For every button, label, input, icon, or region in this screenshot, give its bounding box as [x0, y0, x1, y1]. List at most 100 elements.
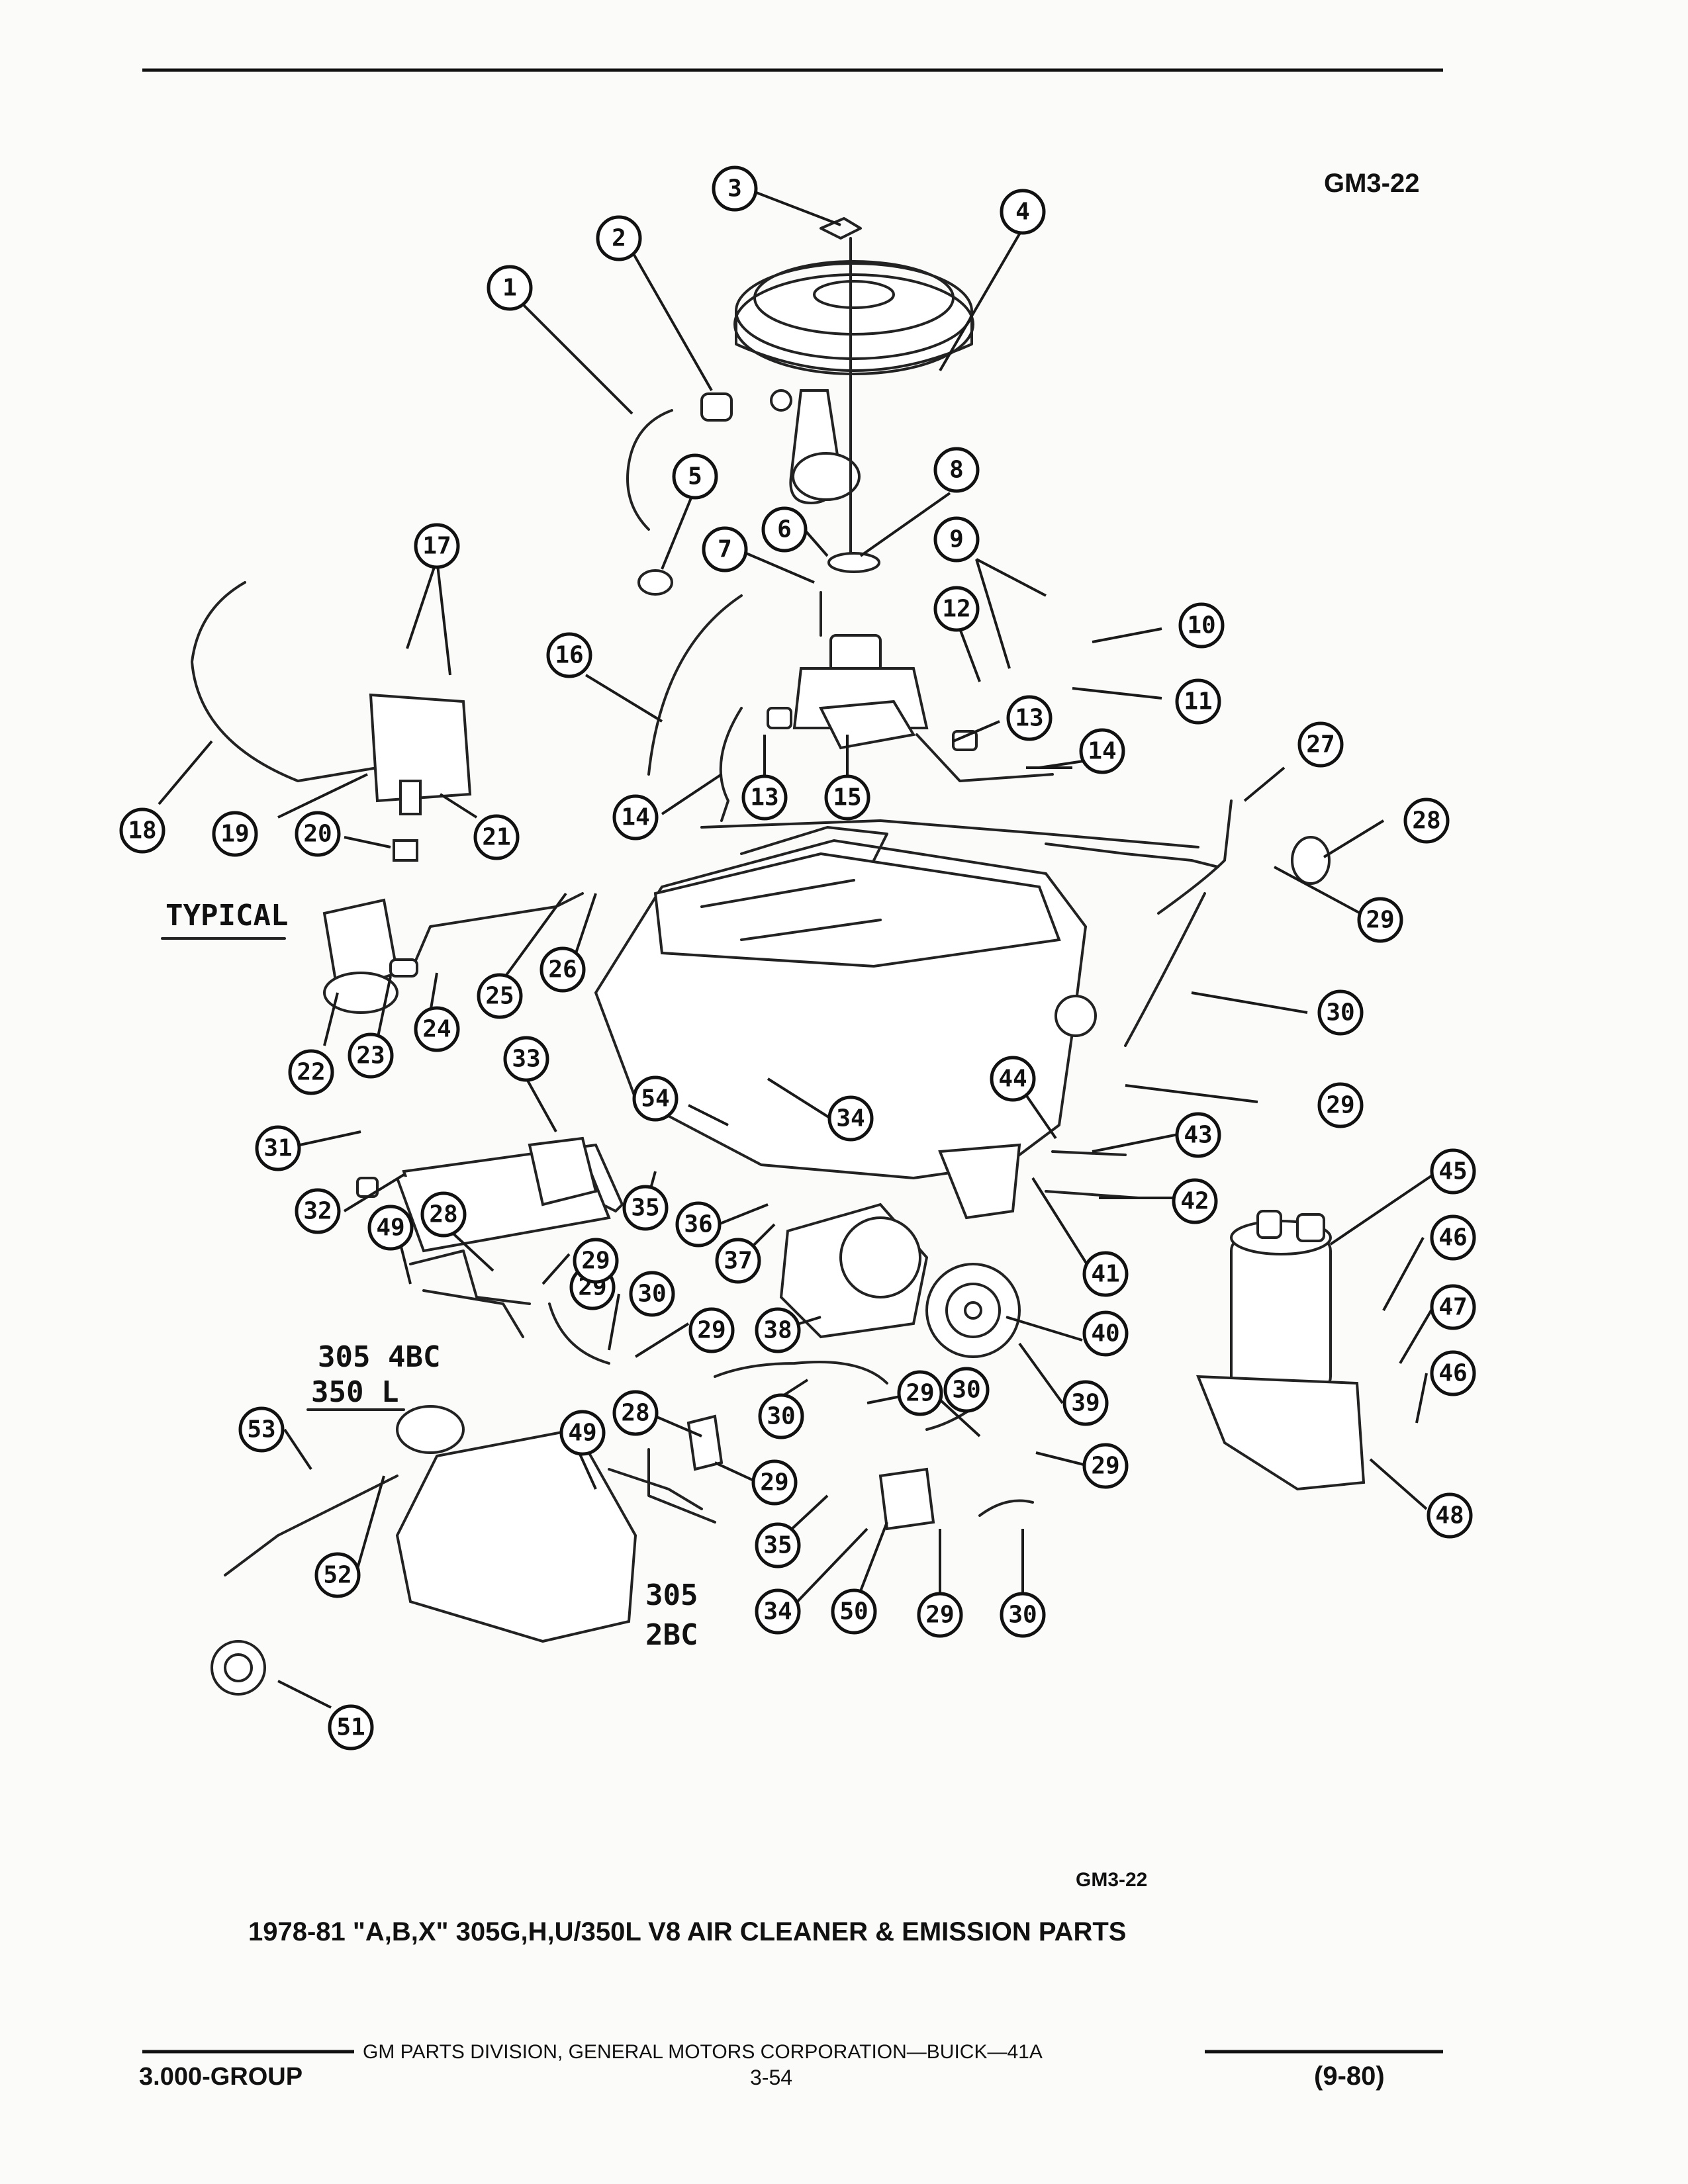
callout: 23	[348, 1032, 394, 1079]
svg-text:8: 8	[949, 457, 964, 484]
callout: 41	[1082, 1251, 1129, 1297]
svg-text:33: 33	[512, 1046, 540, 1073]
leader-lines	[158, 191, 1434, 1709]
footer-division: GM PARTS DIVISION, GENERAL MOTORS CORPOR…	[363, 2041, 1043, 2063]
callout: 49	[367, 1205, 414, 1251]
callout: 28	[420, 1191, 467, 1238]
callout: 8	[933, 447, 980, 493]
pcv-hose-drawing	[626, 392, 733, 596]
svg-text:43: 43	[1184, 1122, 1212, 1149]
svg-text:29: 29	[697, 1317, 726, 1344]
svg-text:42: 42	[1180, 1188, 1209, 1215]
label-typical: TYPICAL	[165, 899, 288, 933]
svg-text:39: 39	[1071, 1390, 1100, 1417]
svg-text:4: 4	[1015, 199, 1030, 226]
lower-assemblies-drawing	[211, 836, 1331, 1696]
callout: 28	[1403, 797, 1450, 844]
callout: 30	[629, 1271, 675, 1317]
callout: 38	[755, 1307, 801, 1353]
diagram-code-top: GM3-22	[1324, 169, 1420, 198]
svg-text:35: 35	[631, 1195, 659, 1222]
footer-date: (9-80)	[1314, 2062, 1385, 2091]
canister-drawing	[1196, 1210, 1366, 1491]
callout: 3	[712, 165, 758, 212]
callout: 21	[473, 814, 520, 860]
svg-text:25: 25	[485, 983, 514, 1010]
callout: 13	[741, 774, 788, 821]
caption-title: 1978-81 "A,B,X" 305G,H,U/350L V8 AIR CLE…	[248, 1917, 1126, 1946]
caption-code: GM3-22	[1076, 1869, 1147, 1891]
svg-text:46: 46	[1438, 1360, 1467, 1387]
svg-text:49: 49	[568, 1420, 596, 1447]
callout: 29	[751, 1459, 798, 1506]
callout: 29	[1317, 1082, 1364, 1128]
svg-text:50: 50	[839, 1598, 868, 1625]
svg-text:40: 40	[1091, 1320, 1119, 1347]
svg-text:34: 34	[836, 1105, 865, 1132]
svg-text:29: 29	[760, 1469, 788, 1496]
label-350-l: 350 L	[311, 1375, 399, 1409]
svg-text:29: 29	[581, 1248, 610, 1275]
svg-text:10: 10	[1187, 612, 1215, 639]
svg-text:6: 6	[777, 516, 792, 543]
callout: 12	[933, 586, 980, 632]
callout: 40	[1082, 1310, 1129, 1357]
svg-text:47: 47	[1438, 1294, 1467, 1321]
svg-text:12: 12	[942, 596, 970, 623]
svg-text:15: 15	[833, 784, 861, 811]
svg-text:24: 24	[422, 1016, 451, 1043]
callout: 11	[1175, 678, 1221, 725]
callout: 10	[1178, 602, 1225, 649]
svg-text:34: 34	[763, 1598, 792, 1625]
svg-text:5: 5	[688, 463, 702, 490]
callout: 31	[255, 1125, 301, 1171]
svg-text:21: 21	[482, 824, 510, 851]
callout: 50	[831, 1588, 877, 1635]
callout: 44	[990, 1056, 1036, 1102]
callout: 33	[503, 1036, 549, 1082]
callout: 18	[119, 807, 165, 854]
callout: 34	[755, 1588, 801, 1635]
callout: 29	[573, 1238, 619, 1284]
callout: 16	[546, 632, 592, 678]
callout: 47	[1430, 1284, 1476, 1330]
egr-valve-drawing	[322, 898, 418, 1014]
svg-text:29: 29	[1366, 907, 1394, 934]
svg-text:52: 52	[323, 1562, 352, 1589]
svg-text:30: 30	[767, 1403, 795, 1430]
callout: 34	[827, 1095, 874, 1142]
svg-text:48: 48	[1435, 1502, 1464, 1529]
svg-text:30: 30	[1326, 999, 1354, 1026]
air-cleaner-drawing	[733, 217, 974, 561]
callout: 30	[1000, 1592, 1046, 1638]
svg-text:41: 41	[1091, 1261, 1119, 1288]
callout: 29	[897, 1370, 943, 1416]
svg-text:35: 35	[763, 1532, 792, 1559]
callout: 30	[1317, 989, 1364, 1036]
callout: 49	[559, 1410, 606, 1456]
air-pump-drawing	[779, 1143, 1140, 1358]
callout: 37	[715, 1238, 761, 1284]
callout: 29	[917, 1592, 963, 1638]
svg-text:2: 2	[612, 225, 626, 252]
svg-text:13: 13	[750, 784, 778, 811]
svg-text:13: 13	[1015, 705, 1043, 732]
svg-text:54: 54	[641, 1085, 669, 1113]
callout: 14	[1079, 728, 1125, 774]
svg-text:38: 38	[763, 1317, 792, 1344]
callout: 51	[328, 1704, 374, 1751]
footer-page-number: 3-54	[750, 2066, 792, 2089]
callout: 1	[487, 265, 533, 311]
svg-text:30: 30	[637, 1281, 666, 1308]
callout: 26	[539, 946, 586, 993]
callout: 30	[943, 1367, 990, 1413]
svg-text:3: 3	[727, 175, 742, 203]
svg-text:37: 37	[724, 1248, 752, 1275]
svg-text:32: 32	[303, 1198, 332, 1225]
callout: 53	[238, 1406, 285, 1453]
callout: 20	[295, 811, 341, 857]
label-305: 305	[645, 1578, 698, 1612]
svg-text:1: 1	[502, 275, 517, 302]
callout: 35	[622, 1185, 669, 1231]
